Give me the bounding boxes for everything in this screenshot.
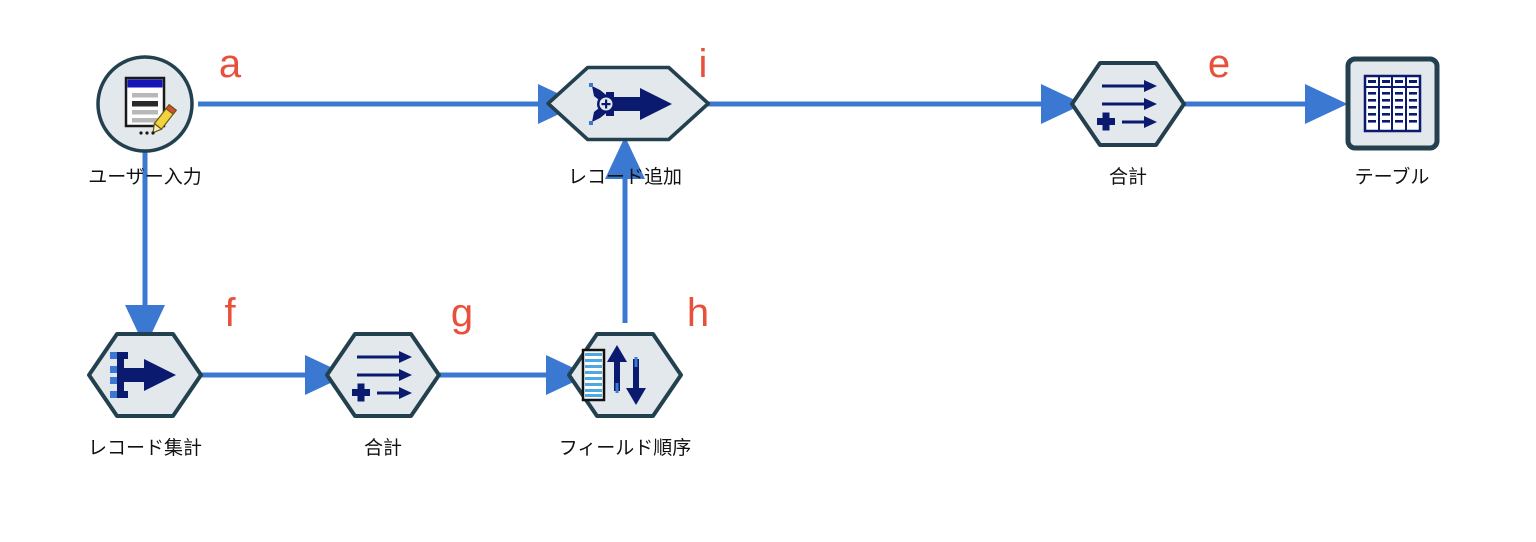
node-record-aggregate[interactable] [87,332,203,418]
append-merge-arrow-icon [589,83,672,125]
node-table-output[interactable] [1345,56,1440,151]
node-label-aggregate-top: 合計 [1108,166,1148,188]
field-reorder-icon [581,345,646,405]
node-label-aggregate-bottom: 合計 [363,437,403,459]
edge-label-a: a [218,42,242,86]
edges-layer [125,84,1348,395]
node-label-append-records: レコード追加 [567,166,683,188]
converging-arrows-icon [110,352,176,398]
sum-arrows-icon [352,351,412,402]
edge-label-f: f [224,291,236,335]
edge-label-e: e [1207,42,1231,86]
document-pencil-icon [124,76,178,135]
node-append-records[interactable] [546,65,711,142]
node-label-table-output: テーブル [1354,166,1430,188]
node-label-record-aggregate: レコード集計 [87,437,203,459]
node-user-input[interactable] [96,55,194,153]
edge-label-h: h [686,291,710,335]
node-label-field-reorder: フィールド順序 [558,437,692,459]
edge-label-g: g [450,291,474,335]
node-aggregate-bottom[interactable] [325,332,441,418]
edge-label-i: i [698,42,708,86]
node-aggregate-top[interactable] [1070,61,1186,147]
node-field-reorder[interactable] [567,332,683,418]
table-grid-icon [1363,74,1422,133]
sum-arrows-icon [1097,80,1157,131]
node-label-user-input: ユーザー入力 [88,166,202,188]
